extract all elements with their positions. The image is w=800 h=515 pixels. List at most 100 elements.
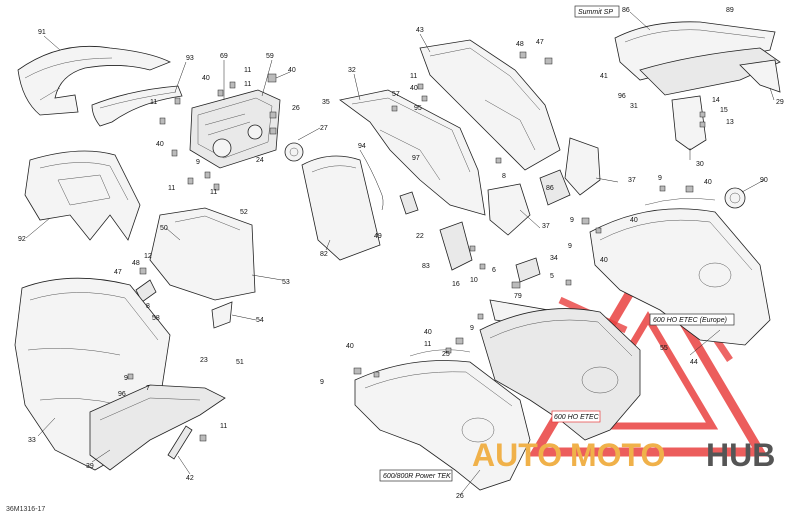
callout: 35 xyxy=(322,99,330,106)
callout: 30 xyxy=(696,161,704,168)
callout: 42 xyxy=(186,475,194,482)
callout: 14 xyxy=(712,97,720,104)
callout: 10 xyxy=(470,277,478,284)
variant-label-power-tek-text: 600/800R Power TEK xyxy=(383,473,451,480)
callout: 91 xyxy=(38,29,46,36)
callout: 90 xyxy=(760,177,768,184)
part-39-lower-panel xyxy=(89,384,226,471)
callout: 25 xyxy=(442,351,450,358)
callout: 9 xyxy=(470,325,474,332)
variant-label-ho-etec: 600 HO ETEC xyxy=(551,410,601,423)
callout: 22 xyxy=(416,233,424,240)
callout: 40 xyxy=(424,329,432,336)
part-90-ring xyxy=(724,187,746,209)
callout: 9 xyxy=(570,217,574,224)
callout: 16 xyxy=(452,281,460,288)
watermark-wordmark: AUTO MOTO HUB xyxy=(472,437,775,473)
callout: 41 xyxy=(600,73,608,80)
part-32-center-panel xyxy=(339,89,486,216)
part-92-console xyxy=(24,150,141,241)
part-28-lower-fairing-power-tek xyxy=(354,349,531,491)
callout: 49 xyxy=(374,233,382,240)
document-id: 36M1316-17 xyxy=(6,506,45,513)
callout: 23 xyxy=(200,357,208,364)
callout: 26 xyxy=(292,105,300,112)
callout: 40 xyxy=(600,257,608,264)
callout: 11 xyxy=(220,423,227,430)
callout: 9 xyxy=(124,375,128,382)
callout: 53 xyxy=(282,279,290,286)
callout: 8 xyxy=(146,303,150,310)
callout: 40 xyxy=(410,85,418,92)
leader-lines xyxy=(25,11,775,496)
callout: 40 xyxy=(704,179,712,186)
callout: 6 xyxy=(492,267,496,274)
hardware-misc xyxy=(127,51,694,380)
callout: 58 xyxy=(152,315,160,322)
part-31-summit-lower-panel xyxy=(639,47,781,96)
callout: 31 xyxy=(630,103,638,110)
callout: 96 xyxy=(618,93,626,100)
callout: 59 xyxy=(266,53,274,60)
part-50-side-panel xyxy=(149,207,256,301)
part-42-strap xyxy=(167,425,207,460)
watermark-moto: MOTO xyxy=(570,437,665,473)
part-91-windshield xyxy=(17,45,171,116)
part-59-gauge-housing xyxy=(189,89,281,169)
callout: 43 xyxy=(416,27,424,34)
callout-numbers: 91 93 69 59 40 11 40 11 26 27 40 11 9 24… xyxy=(18,7,784,500)
part-83-bracket xyxy=(439,221,476,271)
part-29-summit-side xyxy=(739,59,781,93)
callout: 47 xyxy=(536,39,544,46)
part-22-clip xyxy=(399,191,419,215)
callout: 39 xyxy=(86,463,94,470)
callout: 69 xyxy=(220,53,228,60)
callout: 11 xyxy=(424,341,431,348)
callout: 79 xyxy=(514,293,522,300)
callout: 82 xyxy=(320,251,328,258)
callout: 54 xyxy=(256,317,264,324)
callout: 9 xyxy=(568,243,572,250)
callout: 89 xyxy=(726,7,734,14)
callout: 5 xyxy=(550,273,554,280)
callout: 11 xyxy=(168,185,175,192)
callout: 9 xyxy=(658,175,662,182)
callout: 11 xyxy=(210,189,217,196)
variant-label-summit: Summit SP xyxy=(574,5,620,18)
callout: 7 xyxy=(146,385,150,392)
callout: 47 xyxy=(114,269,122,276)
callout: 15 xyxy=(720,107,728,114)
callout: 57 xyxy=(392,91,400,98)
part-30-summit-bracket xyxy=(671,95,707,151)
variant-label-power-tek: 600/800R Power TEK xyxy=(379,469,453,482)
callout: 27 xyxy=(320,125,328,132)
callout: 12 xyxy=(144,253,152,260)
part-43-hood-panel xyxy=(419,39,561,171)
callout: 9 xyxy=(320,379,324,386)
callout: 11 xyxy=(410,73,417,80)
callout: 40 xyxy=(202,75,210,82)
callout: 40 xyxy=(288,67,296,74)
part-37-bracket-lower xyxy=(487,183,531,236)
callout: 13 xyxy=(726,119,734,126)
callout: 55 xyxy=(660,345,668,352)
part-93-deflector xyxy=(91,85,183,127)
part-upper-fairing-europe xyxy=(589,198,771,346)
variant-label-summit-text: Summit SP xyxy=(578,9,613,16)
callout: 29 xyxy=(776,99,784,106)
part-37-bracket-upper xyxy=(564,137,601,196)
callout: 40 xyxy=(156,141,164,148)
callout: 86 xyxy=(622,7,630,14)
callout: 11 xyxy=(244,67,251,74)
callout: 11 xyxy=(244,81,251,88)
callout: 52 xyxy=(240,209,248,216)
callout: 51 xyxy=(236,359,244,366)
variant-label-europe: 600 HO ETEC (Europe) xyxy=(649,313,735,326)
callout: 11 xyxy=(150,99,157,106)
callout: 40 xyxy=(346,343,354,350)
variant-label-ho-etec-text: 600 HO ETEC xyxy=(554,414,600,421)
callout: 9 xyxy=(196,159,200,166)
callout: 95 xyxy=(414,105,422,112)
callout: 37 xyxy=(628,177,636,184)
